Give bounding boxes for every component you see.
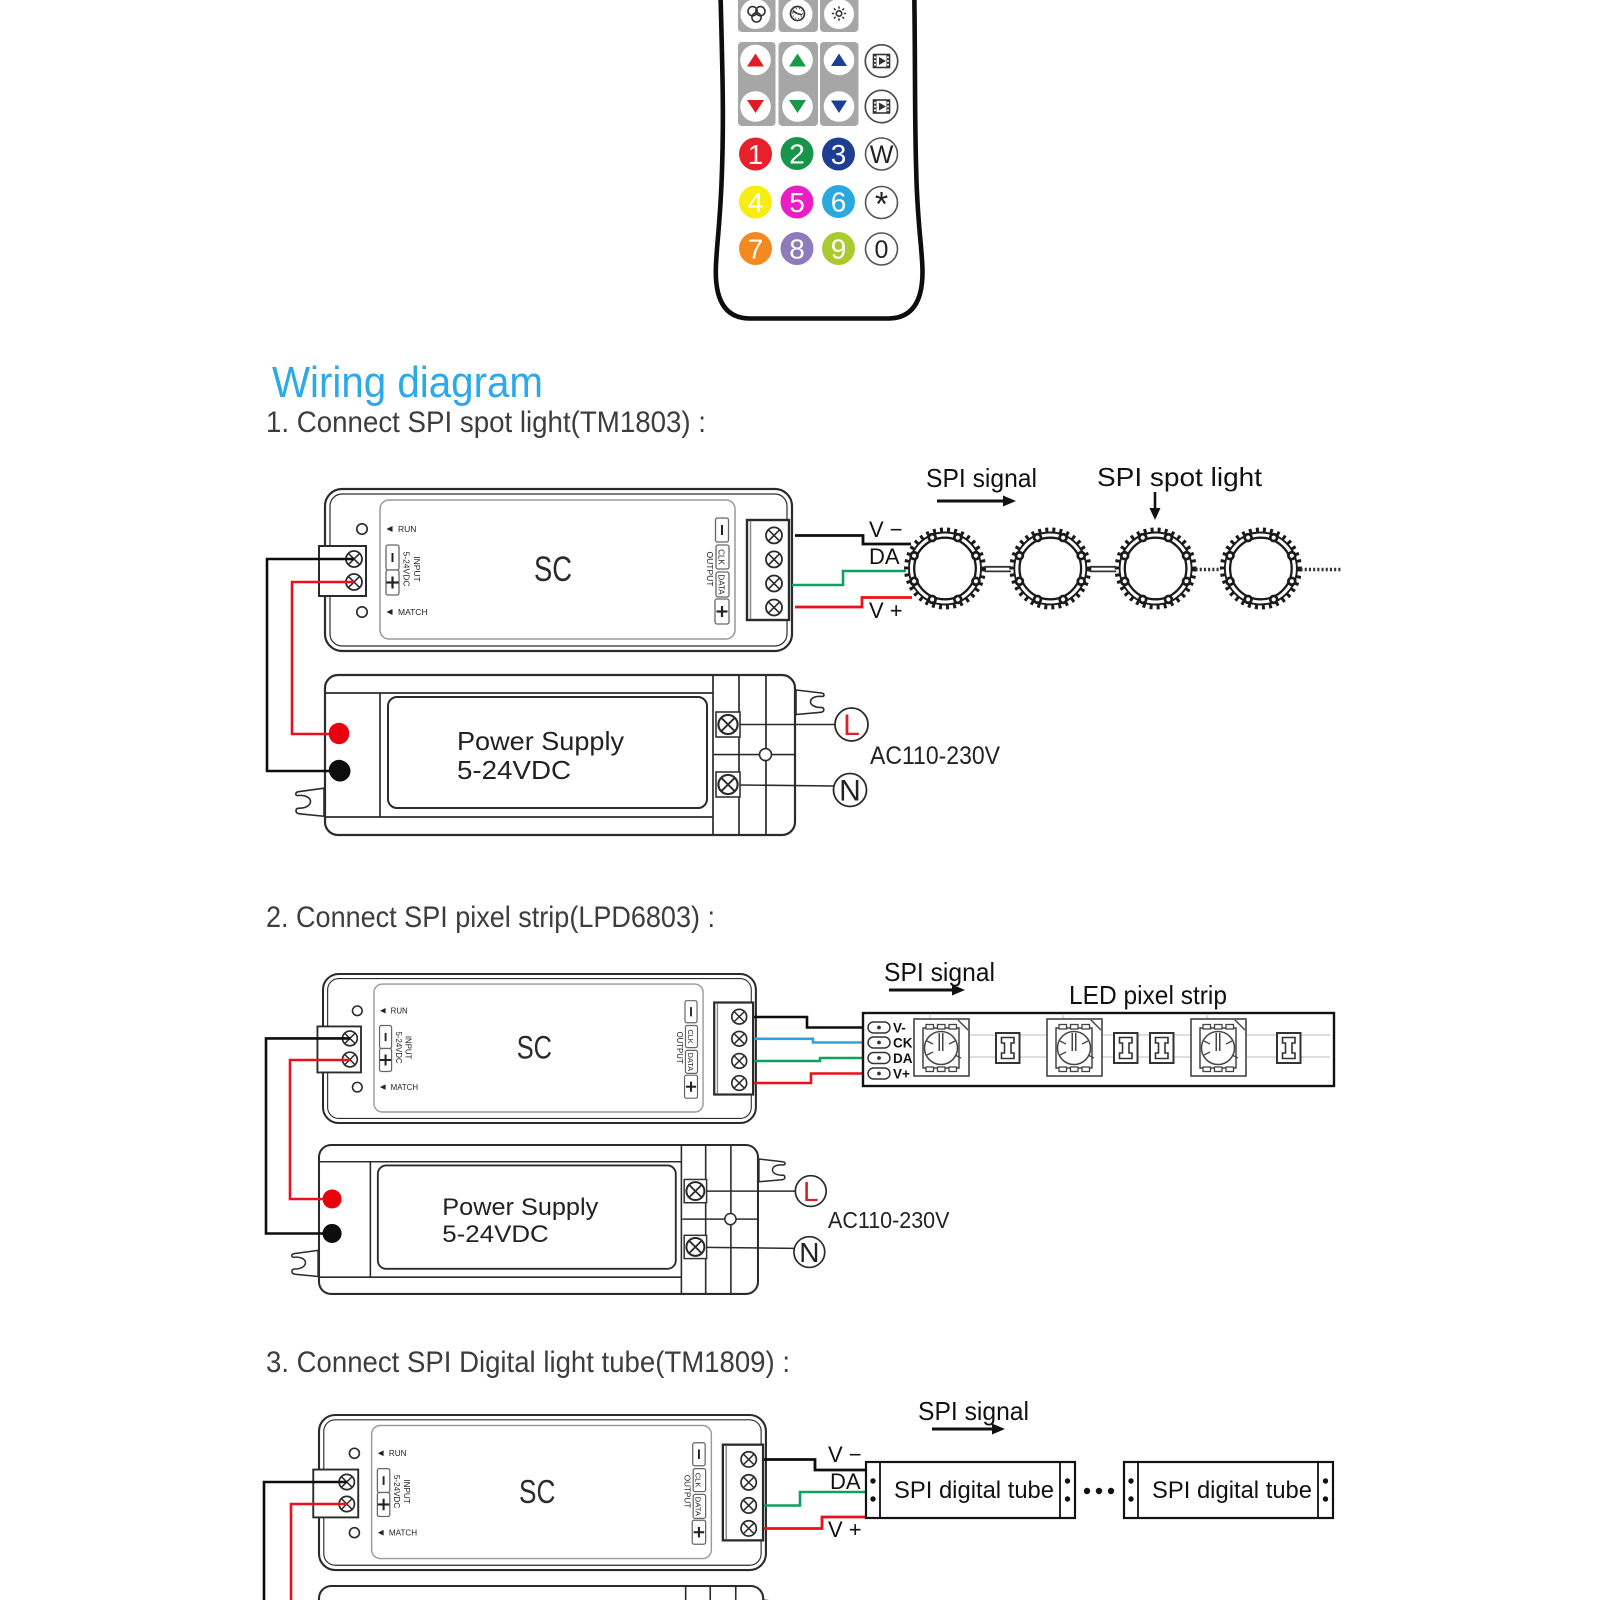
svg-text:4: 4 — [748, 187, 764, 218]
svg-text:V +: V + — [828, 1517, 862, 1542]
svg-text:V −: V − — [828, 1442, 862, 1467]
svg-text:V +: V + — [869, 598, 903, 623]
svg-text:SPI spot light: SPI spot light — [1097, 462, 1263, 492]
svg-text:W: W — [870, 141, 894, 169]
svg-text:LED pixel strip: LED pixel strip — [1069, 980, 1227, 1010]
svg-text:0: 0 — [875, 236, 889, 264]
svg-text:*: * — [875, 186, 888, 224]
svg-text:DA: DA — [893, 1051, 913, 1066]
svg-text:7: 7 — [748, 234, 764, 265]
svg-text:V −: V − — [869, 517, 903, 542]
svg-text:V+: V+ — [893, 1067, 910, 1082]
svg-text:9: 9 — [831, 234, 847, 265]
svg-text:V-: V- — [893, 1021, 906, 1036]
svg-text:CK: CK — [893, 1036, 913, 1051]
svg-text:2. Connect SPI pixel strip(LPD: 2. Connect SPI pixel strip(LPD6803) : — [266, 901, 715, 934]
svg-text:6: 6 — [831, 187, 847, 218]
svg-text:DA: DA — [869, 544, 900, 569]
svg-text:3: 3 — [831, 139, 847, 170]
svg-text:8: 8 — [789, 234, 805, 265]
svg-text:5: 5 — [789, 187, 805, 218]
svg-text:SPI signal: SPI signal — [918, 1396, 1029, 1426]
svg-text:1. Connect SPI spot light(TM18: 1. Connect SPI spot light(TM1803) : — [266, 406, 706, 439]
svg-text:3. Connect SPI Digital light t: 3. Connect SPI Digital light tube(TM1809… — [266, 1346, 790, 1379]
svg-text:Wiring diagram: Wiring diagram — [272, 358, 543, 407]
svg-text:1: 1 — [748, 139, 764, 170]
svg-text:SPI signal: SPI signal — [884, 957, 995, 987]
svg-text:2: 2 — [789, 139, 805, 170]
svg-text:DA: DA — [830, 1469, 861, 1494]
svg-text:SPI signal: SPI signal — [926, 463, 1037, 493]
